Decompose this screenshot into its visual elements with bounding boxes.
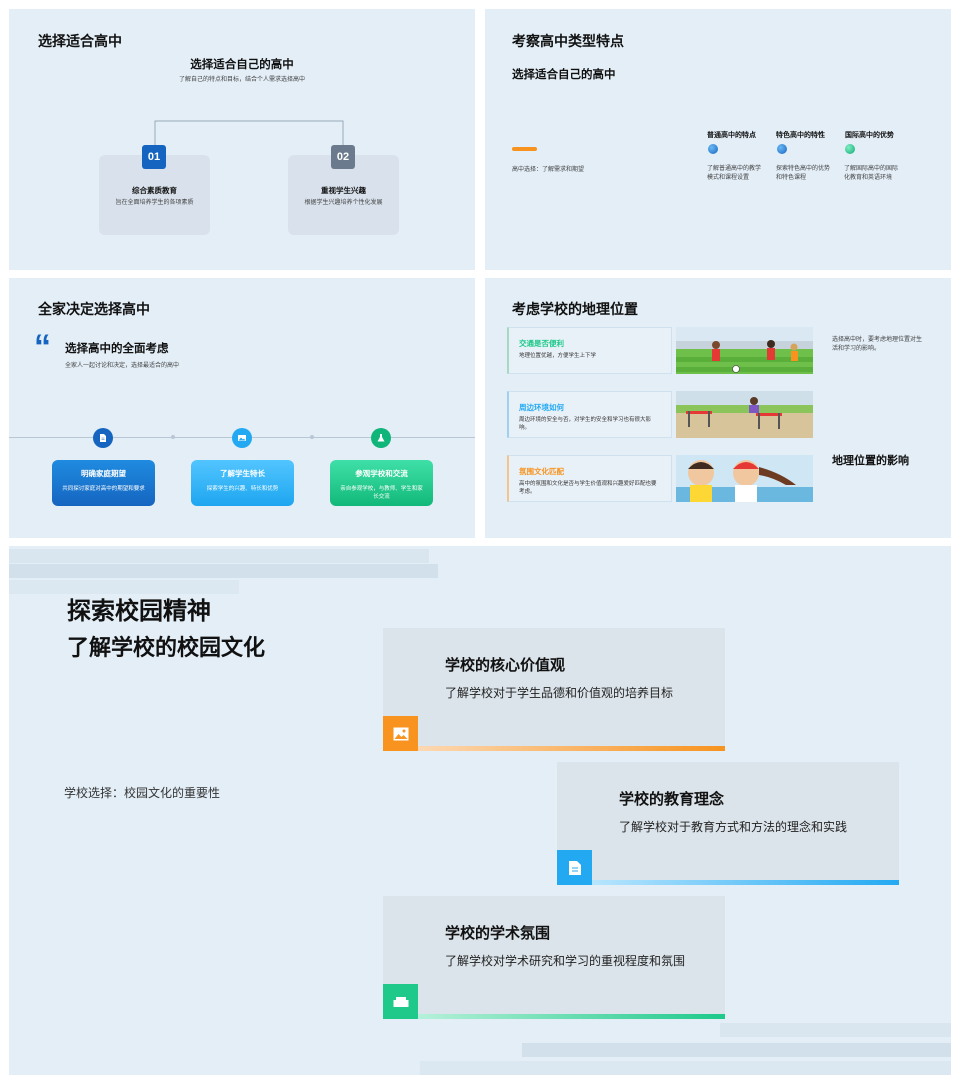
- number-badge-01: 01: [142, 145, 166, 169]
- slide-heading: 选择适合自己的高中: [190, 59, 294, 71]
- card-title: 交通是否便利: [519, 339, 564, 348]
- slide-title: 考察高中类型特点: [512, 33, 624, 49]
- slide-heading: 选择高中的全面考虑: [65, 343, 169, 355]
- slide-campus-culture[interactable]: 探索校园精神 了解学校的校园文化 学校选择：校园文化的重要性 学校的核心价值观 …: [9, 546, 951, 1075]
- culture-card-academic-atmosphere: 学校的学术氛围 了解学校对学术研究和学习的重视程度和氛围: [383, 896, 725, 1019]
- card-desc: 高中的氛围和文化是否与学生价值观和兴趣爱好匹配也要考虑。: [519, 481, 657, 496]
- card-title: 学校的教育理念: [619, 791, 725, 808]
- location-card-transport: 交通是否便利 地理位置优越，方便学生上下学: [507, 327, 672, 374]
- accent-bar: [383, 1014, 725, 1019]
- culture-card-education-philosophy: 学校的教育理念 了解学校对于教育方式和方法的理念和实践: [557, 762, 899, 885]
- card-title: 参观学校和交流: [355, 469, 408, 478]
- decor-stripe: [720, 1023, 951, 1037]
- card-title: 学校的核心价值观: [445, 657, 566, 674]
- item-title: 重视学生兴趣: [321, 186, 366, 195]
- column-dot-icon: [845, 144, 855, 154]
- sofa-icon: [383, 984, 418, 1019]
- slide-family-decision[interactable]: 全家决定选择高中 “ 选择高中的全面考虑 全家人一起讨论和决定，选择最适合的高中…: [9, 278, 475, 538]
- slide-title: 选择适合高中: [38, 33, 122, 49]
- decor-stripe: [9, 580, 239, 594]
- left-text: 学校选择：校园文化的重要性: [64, 786, 221, 800]
- decor-stripe: [9, 549, 429, 563]
- decor-stripe: [9, 564, 438, 578]
- slide-subtitle: 全家人一起讨论和决定，选择最适合的高中: [65, 363, 180, 369]
- card-desc: 地理位置优越，方便学生上下学: [519, 353, 597, 359]
- card-desc: 了解学校对于学生品德和价值观的培养目标: [445, 686, 674, 700]
- accent-bar: [557, 880, 899, 885]
- culture-card-core-values: 学校的核心价值观 了解学校对于学生品德和价值观的培养目标: [383, 628, 725, 751]
- column-dot-icon: [708, 144, 718, 154]
- slide-title: 探索校园精神: [67, 598, 211, 625]
- slide-title: 全家决定选择高中: [38, 301, 150, 317]
- connector-lines: [154, 120, 344, 159]
- column-desc-2: 探索特色高中的优势和特色课程: [776, 166, 831, 181]
- slide-title: 考虑学校的地理位置: [512, 301, 638, 317]
- accent-bar: [512, 147, 537, 151]
- accent-bar: [383, 746, 725, 751]
- document-icon: [93, 428, 113, 448]
- slide-heading: 选择适合自己的高中: [512, 69, 616, 81]
- card-desc: 周边环境的安全与否，对学生的安全和学习也有很大影响。: [519, 417, 652, 432]
- column-title-1: 普通高中的特点: [707, 132, 756, 139]
- decor-stripe: [420, 1061, 951, 1075]
- item-desc: 根据学生兴趣培养个性化发展: [304, 200, 383, 206]
- card-desc: 共同探讨家庭对高中的期望和要求: [62, 486, 145, 492]
- flask-icon: [371, 428, 391, 448]
- card-title: 了解学生特长: [220, 469, 265, 478]
- item-title: 综合素质教育: [132, 186, 177, 195]
- column-dot-icon: [777, 144, 787, 154]
- card-visit-school: 参观学校和交流 亲自参观学校，与教师、学生和家长交流: [330, 460, 433, 506]
- card-family-expectation: 明确家庭期望 共同探讨家庭对高中的期望和要求: [52, 460, 155, 506]
- image-icon: [383, 716, 418, 751]
- location-card-culture: 氛围文化匹配 高中的氛围和文化是否与学生价值观和兴趣爱好匹配也要考虑。: [507, 455, 672, 502]
- side-text: 选择高中时，要考虑地理位置对生活和学习的影响。: [832, 337, 923, 352]
- card-title: 氛围文化匹配: [519, 467, 564, 476]
- card-desc: 了解学校对于教育方式和方法的理念和实践: [619, 820, 848, 834]
- slide-high-school-types[interactable]: 考察高中类型特点 选择适合自己的高中 高中选择：了解需求和期望 普通高中的特点 …: [485, 9, 951, 270]
- slide-subtitle: 了解自己的特点和目标，结合个人需求选择高中: [178, 77, 305, 83]
- card-title: 学校的学术氛围: [445, 925, 551, 942]
- card-student-strengths: 了解学生特长 探索学生的兴趣、特长和优势: [191, 460, 294, 506]
- slide-subtitle: 了解学校的校园文化: [67, 635, 266, 660]
- card-desc: 探索学生的兴趣、特长和优势: [206, 486, 279, 492]
- quote-icon: “: [34, 328, 51, 366]
- column-desc-3: 了解国际高中的国际化教育和英语环境: [844, 166, 899, 181]
- column-desc-1: 了解普通高中的教学模式和课程设置: [707, 166, 762, 181]
- location-card-environment: 周边环境如何 周边环境的安全与否，对学生的安全和学习也有很大影响。: [507, 391, 672, 438]
- soccer-kids-illustration: [676, 327, 813, 374]
- number-badge-02: 02: [331, 145, 355, 169]
- decor-stripe: [522, 1043, 951, 1057]
- side-heading: 地理位置的影响: [832, 455, 909, 467]
- item-desc: 旨在全面培养学生的各项素质: [115, 200, 194, 206]
- card-title: 明确家庭期望: [81, 469, 126, 478]
- slide-choose-high-school[interactable]: 选择适合高中 选择适合自己的高中 了解自己的特点和目标，结合个人需求选择高中 综…: [9, 9, 475, 270]
- document-icon: [557, 850, 592, 885]
- left-text: 高中选择：了解需求和期望: [512, 167, 585, 173]
- column-title-2: 特色高中的特性: [776, 132, 825, 139]
- slide-location[interactable]: 考虑学校的地理位置 交通是否便利 地理位置优越，方便学生上下学 周边环境如何 周…: [485, 278, 951, 538]
- card-desc: 亲自参观学校，与教师、学生和家长交流: [340, 486, 423, 501]
- card-title: 周边环境如何: [519, 403, 564, 412]
- hurdle-race-illustration: [676, 391, 813, 438]
- timeline-dot: [171, 435, 175, 439]
- running-kids-illustration: [676, 455, 813, 502]
- card-desc: 了解学校对学术研究和学习的重视程度和氛围: [445, 954, 686, 968]
- timeline-dot: [310, 435, 314, 439]
- column-title-3: 国际高中的优势: [845, 132, 894, 139]
- image-icon: [232, 428, 252, 448]
